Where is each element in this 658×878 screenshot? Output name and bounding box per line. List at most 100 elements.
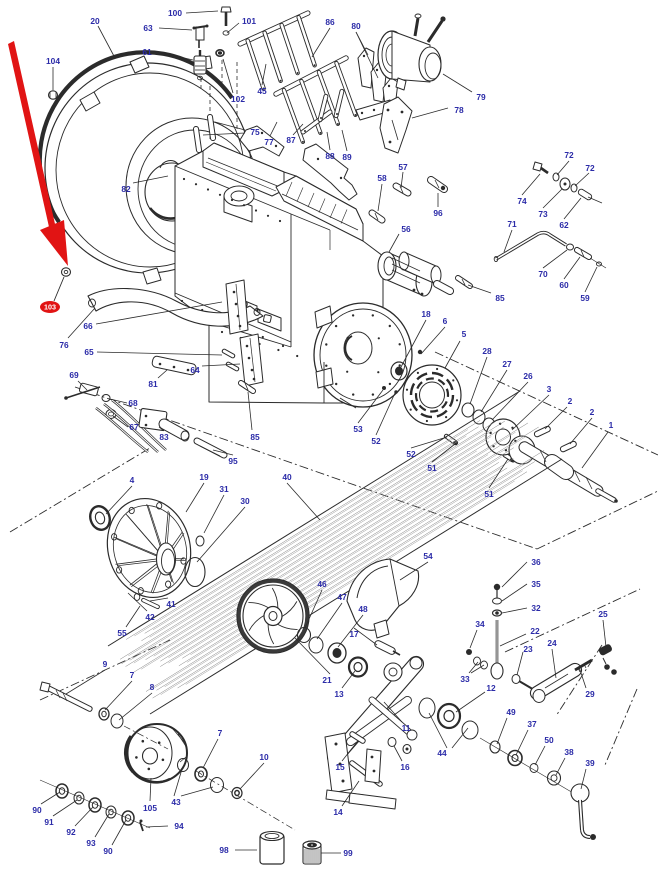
svg-text:2: 2	[568, 396, 573, 406]
svg-text:101: 101	[242, 16, 256, 26]
svg-text:28: 28	[482, 346, 492, 356]
svg-text:95: 95	[228, 456, 238, 466]
svg-text:17: 17	[349, 629, 359, 639]
svg-text:43: 43	[171, 797, 181, 807]
svg-text:38: 38	[564, 747, 574, 757]
svg-text:96: 96	[433, 208, 443, 218]
svg-text:34: 34	[475, 619, 485, 629]
svg-text:29: 29	[585, 689, 595, 699]
svg-text:19: 19	[199, 472, 209, 482]
svg-text:11: 11	[402, 723, 411, 733]
svg-text:72: 72	[564, 150, 574, 160]
svg-text:87: 87	[286, 135, 296, 145]
svg-text:80: 80	[351, 21, 361, 31]
svg-text:100: 100	[168, 8, 182, 18]
svg-text:13: 13	[334, 689, 344, 699]
svg-text:55: 55	[117, 628, 127, 638]
svg-text:20: 20	[90, 16, 100, 26]
svg-text:98: 98	[219, 845, 229, 855]
svg-text:86: 86	[325, 17, 335, 27]
svg-text:94: 94	[174, 821, 184, 831]
svg-text:90: 90	[103, 846, 113, 856]
svg-text:42: 42	[145, 612, 155, 622]
svg-text:31: 31	[219, 484, 229, 494]
svg-text:88: 88	[325, 151, 335, 161]
svg-text:36: 36	[531, 557, 541, 567]
svg-text:9: 9	[103, 659, 108, 669]
svg-text:68: 68	[128, 398, 138, 408]
svg-text:6: 6	[443, 316, 448, 326]
svg-text:93: 93	[86, 838, 96, 848]
svg-text:1: 1	[609, 420, 614, 430]
svg-text:12: 12	[486, 683, 496, 693]
svg-text:62: 62	[559, 220, 569, 230]
svg-text:74: 74	[517, 196, 527, 206]
svg-text:56: 56	[401, 224, 411, 234]
svg-text:44: 44	[437, 748, 447, 758]
svg-text:67: 67	[129, 422, 139, 432]
svg-text:75: 75	[250, 127, 260, 137]
svg-text:40: 40	[282, 472, 292, 482]
svg-text:33: 33	[460, 674, 470, 684]
svg-text:47: 47	[337, 592, 347, 602]
svg-text:63: 63	[143, 23, 153, 33]
svg-text:46: 46	[317, 579, 327, 589]
svg-text:21: 21	[322, 675, 332, 685]
svg-text:14: 14	[333, 807, 343, 817]
svg-text:45: 45	[257, 86, 267, 96]
svg-text:7: 7	[218, 728, 223, 738]
svg-text:30: 30	[240, 496, 250, 506]
svg-text:92: 92	[66, 827, 76, 837]
svg-text:27: 27	[502, 359, 512, 369]
svg-text:57: 57	[398, 162, 408, 172]
svg-text:52: 52	[406, 449, 416, 459]
svg-text:48: 48	[358, 604, 368, 614]
svg-text:5: 5	[462, 329, 467, 339]
svg-text:70: 70	[538, 269, 548, 279]
svg-text:50: 50	[544, 735, 554, 745]
svg-text:15: 15	[335, 762, 345, 772]
svg-text:26: 26	[523, 371, 533, 381]
svg-text:71: 71	[507, 219, 517, 229]
svg-text:103: 103	[44, 303, 56, 312]
svg-text:105: 105	[143, 803, 157, 813]
svg-text:3: 3	[547, 384, 552, 394]
svg-text:64: 64	[190, 365, 200, 375]
svg-text:90: 90	[32, 805, 42, 815]
svg-text:22: 22	[530, 626, 540, 636]
svg-text:61: 61	[142, 47, 152, 57]
svg-text:18: 18	[421, 309, 431, 319]
svg-text:77: 77	[264, 137, 274, 147]
svg-text:53: 53	[353, 424, 363, 434]
svg-text:10: 10	[259, 752, 269, 762]
svg-text:76: 76	[59, 340, 69, 350]
svg-text:49: 49	[506, 707, 516, 717]
svg-text:39: 39	[585, 758, 595, 768]
svg-text:54: 54	[423, 551, 433, 561]
svg-text:41: 41	[166, 599, 176, 609]
svg-text:59: 59	[580, 293, 590, 303]
svg-text:23: 23	[523, 644, 533, 654]
svg-text:69: 69	[69, 370, 79, 380]
svg-text:99: 99	[343, 848, 353, 858]
svg-text:79: 79	[476, 92, 486, 102]
svg-text:35: 35	[531, 579, 541, 589]
svg-text:102: 102	[231, 94, 245, 104]
svg-text:60: 60	[559, 280, 569, 290]
svg-text:78: 78	[454, 105, 464, 115]
svg-text:25: 25	[598, 609, 608, 619]
svg-text:73: 73	[538, 209, 548, 219]
svg-text:52: 52	[371, 436, 381, 446]
svg-text:82: 82	[121, 184, 131, 194]
svg-text:16: 16	[400, 762, 410, 772]
svg-text:65: 65	[84, 347, 94, 357]
svg-text:66: 66	[83, 321, 93, 331]
svg-text:7: 7	[130, 670, 135, 680]
svg-text:2: 2	[590, 407, 595, 417]
svg-text:89: 89	[342, 152, 352, 162]
svg-text:4: 4	[130, 475, 135, 485]
svg-text:51: 51	[484, 489, 494, 499]
svg-text:58: 58	[377, 173, 387, 183]
svg-text:81: 81	[148, 379, 158, 389]
svg-text:85: 85	[495, 293, 505, 303]
